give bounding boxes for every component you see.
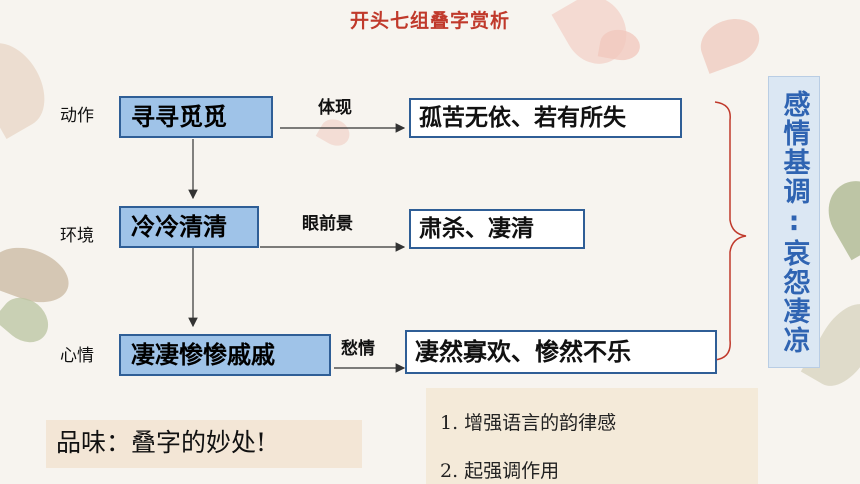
row-label-action: 动作 [60,106,94,126]
slide-title: 开头七组叠字赏析 [349,10,510,32]
row-label-environment: 环境 [60,226,94,246]
meaning-box-row2: 肃杀、凄清 [409,209,585,249]
petal-decoration [816,169,860,261]
relation-label-sorrow: 愁情 [341,339,375,359]
petal-decoration [0,31,59,139]
effects-list: 1. 增强语言的韵律感 2. 起强调作用 [426,388,758,484]
emotional-tone-text: 感情基调:哀怨凄凉 [778,89,810,355]
effects-item: 2. 起强调作用 [440,460,560,482]
word-box-qiqi: 凄凄惨惨戚戚 [119,334,331,376]
word-box-xunxun: 寻寻觅觅 [119,96,273,138]
petal-decoration [315,114,355,151]
relation-label-reflect: 体现 [318,98,352,118]
brace [714,101,747,361]
savor-banner: 品味：叠字的妙处! [46,420,362,468]
row-label-mood: 心情 [60,346,94,366]
word-box-lengleng: 冷冷清清 [119,206,259,248]
meaning-box-row3: 凄然寡欢、惨然不乐 [405,330,717,374]
relation-label-scene: 眼前景 [302,214,353,234]
meaning-box-row1: 孤苦无依、若有所失 [409,98,682,138]
effects-item: 1. 增强语言的韵律感 [440,412,617,434]
emotional-tone-panel: 感情基调:哀怨凄凉 [768,76,820,368]
